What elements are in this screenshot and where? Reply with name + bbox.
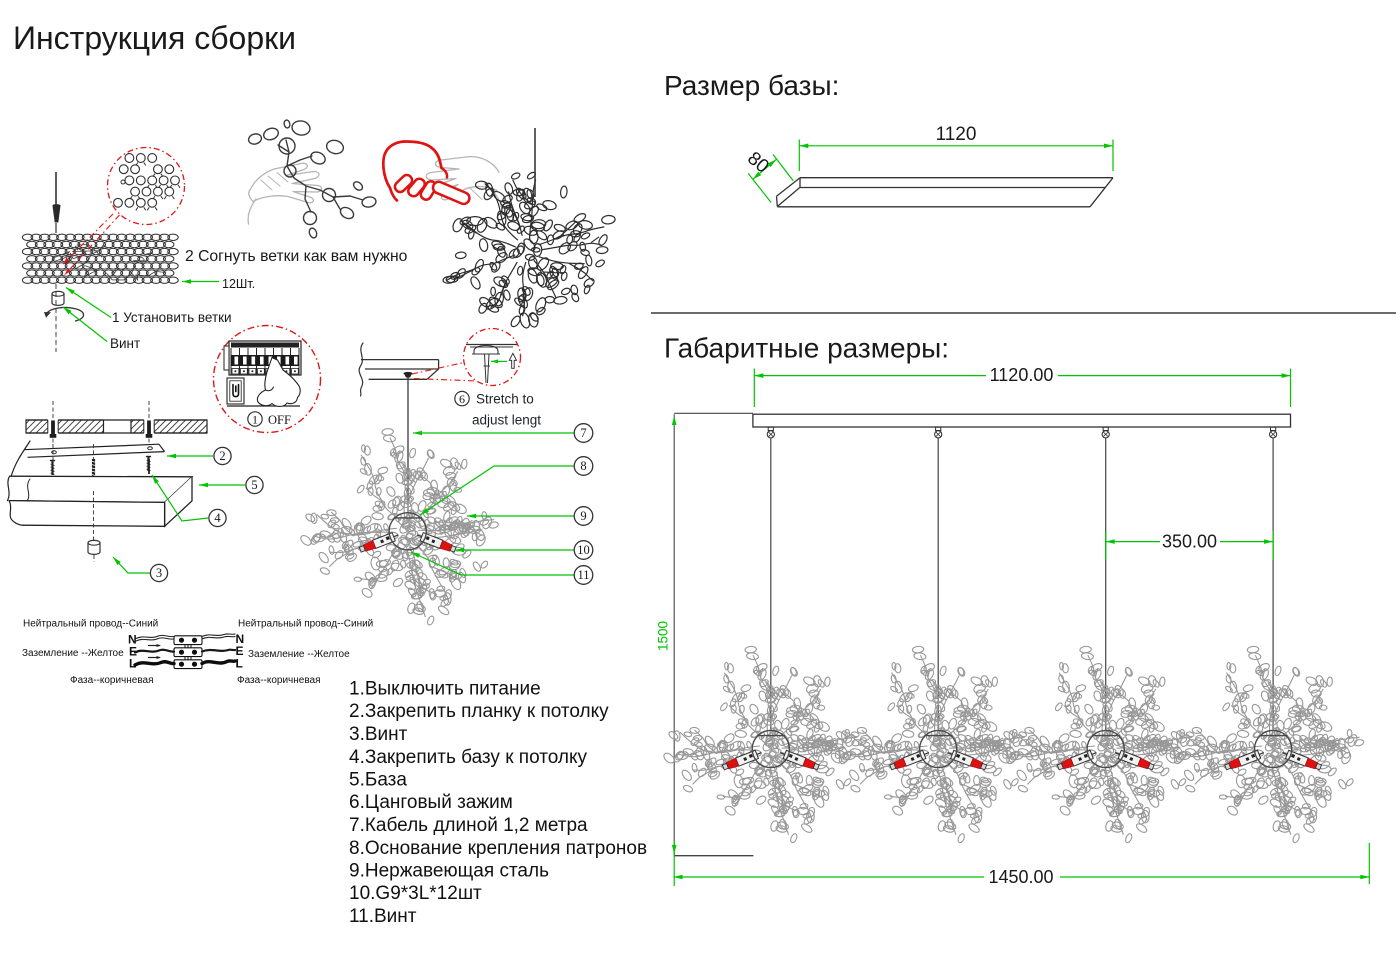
svg-text:L: L: [129, 657, 136, 671]
svg-text:12Шт.: 12Шт.: [222, 277, 255, 291]
svg-text:2 Согнуть ветки как вам нужно: 2 Согнуть ветки как вам нужно: [185, 248, 408, 265]
svg-text:Нейтральный провод--Синий: Нейтральный провод--Синий: [23, 619, 158, 630]
svg-text:7.Кабель длиной 1,2 метра: 7.Кабель длиной 1,2 метра: [349, 815, 588, 836]
svg-text:3.Винт: 3.Винт: [349, 724, 408, 745]
svg-text:11: 11: [577, 568, 589, 582]
svg-text:N: N: [236, 632, 245, 646]
svg-text:Фаза--коричневая: Фаза--коричневая: [237, 675, 321, 686]
svg-text:Заземление --Желтое: Заземление --Желтое: [22, 648, 124, 659]
svg-text:350.00: 350.00: [1162, 531, 1217, 551]
svg-text:4: 4: [214, 511, 221, 525]
svg-text:4.Закрепить базу к потолку: 4.Закрепить базу к потолку: [349, 747, 587, 768]
svg-text:1120: 1120: [936, 124, 977, 145]
svg-text:N: N: [128, 633, 137, 647]
svg-text:1: 1: [252, 413, 258, 427]
svg-text:5.База: 5.База: [349, 770, 407, 791]
svg-text:Нейтральный провод--Синий: Нейтральный провод--Синий: [238, 619, 373, 630]
svg-text:6: 6: [459, 392, 465, 406]
svg-text:10: 10: [577, 543, 590, 557]
svg-text:Stretch to: Stretch to: [476, 392, 534, 407]
svg-text:8: 8: [580, 459, 586, 473]
svg-text:5: 5: [251, 478, 257, 492]
svg-text:9: 9: [580, 509, 586, 523]
svg-text:E: E: [236, 644, 244, 658]
svg-text:OFF: OFF: [268, 413, 291, 427]
svg-text:Винт: Винт: [110, 336, 140, 351]
svg-text:Размер базы:: Размер базы:: [664, 70, 839, 101]
svg-text:2: 2: [219, 449, 225, 463]
svg-text:3: 3: [156, 566, 162, 580]
svg-text:10.G9*3L*12шт: 10.G9*3L*12шт: [349, 883, 482, 904]
svg-text:7: 7: [580, 426, 586, 440]
svg-text:Габаритные размеры:: Габаритные размеры:: [664, 333, 949, 364]
svg-text:2.Закрепить планку к потолку: 2.Закрепить планку к потолку: [349, 701, 609, 722]
svg-text:adjust lengt: adjust lengt: [472, 412, 541, 427]
svg-text:6.Цанговый зажим: 6.Цанговый зажим: [349, 792, 513, 813]
svg-text:8.Основание крепления патронов: 8.Основание крепления патронов: [349, 838, 647, 859]
svg-text:1.Выключить питание: 1.Выключить питание: [349, 679, 541, 700]
svg-text:L: L: [236, 657, 243, 671]
svg-text:11.Винт: 11.Винт: [349, 906, 417, 927]
svg-text:1 Установить ветки: 1 Установить ветки: [112, 310, 232, 325]
svg-text:1450.00: 1450.00: [988, 867, 1053, 887]
svg-text:1120.00: 1120.00: [990, 365, 1054, 385]
svg-text:1500: 1500: [656, 621, 671, 651]
svg-text:Инструкция сборки: Инструкция сборки: [13, 20, 296, 56]
svg-text:Заземление --Желтое: Заземление --Желтое: [248, 649, 350, 660]
svg-text:9.Нержавеющая сталь: 9.Нержавеющая сталь: [349, 861, 549, 882]
svg-text:E: E: [129, 645, 137, 659]
svg-text:Фаза--коричневая: Фаза--коричневая: [70, 675, 154, 686]
